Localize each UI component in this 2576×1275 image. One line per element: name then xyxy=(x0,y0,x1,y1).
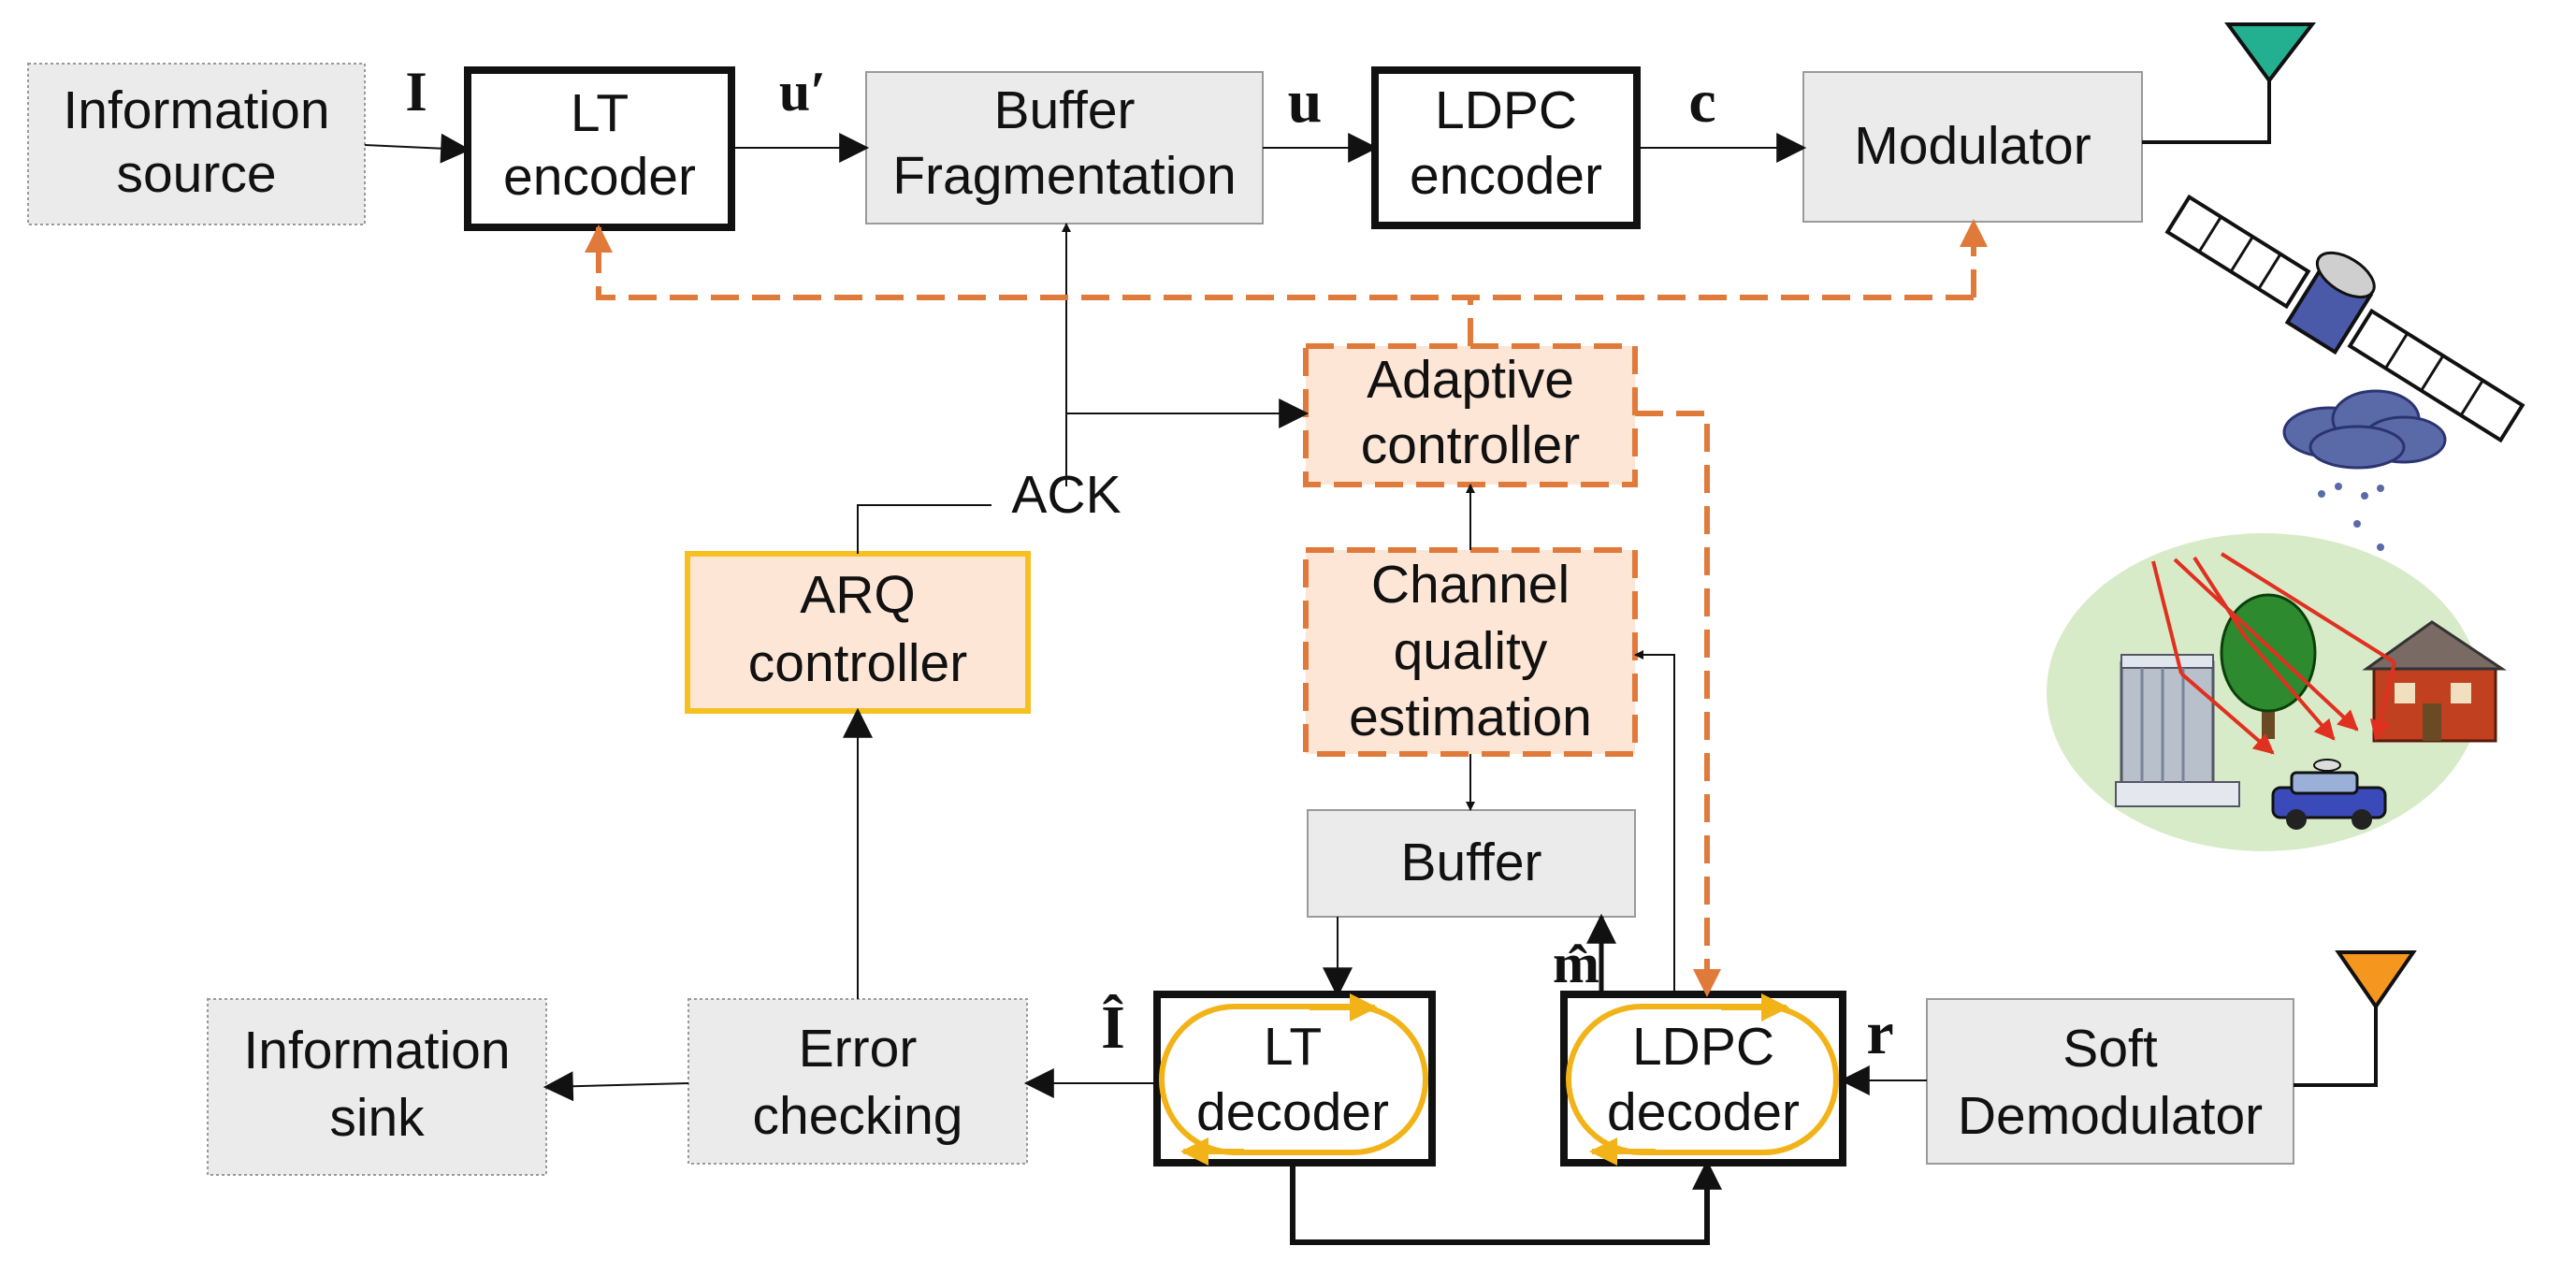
buffer-fragmentation-block: Buffer Fragmentation xyxy=(865,71,1264,225)
error-checking-block: Error checking xyxy=(687,998,1028,1165)
lt-decoder-label-2: decoder xyxy=(1196,1082,1389,1142)
ldpc-decoder-label-2: decoder xyxy=(1607,1082,1800,1142)
buffer-fragmentation-label-2: Fragmentation xyxy=(892,146,1237,206)
signal-label-u-prime: u′ xyxy=(779,61,826,123)
satellite-icon xyxy=(2164,194,2525,443)
adaptive-controller-label-2: controller xyxy=(1361,415,1580,475)
ldpc-decoder-block: LDPC decoder xyxy=(1560,991,1846,1166)
signal-label-I-hat: Î xyxy=(1101,993,1125,1062)
soft-demodulator-label-2: Demodulator xyxy=(1958,1086,2263,1146)
lt-encoder-label-1: LT xyxy=(571,83,629,143)
lt-encoder-label-2: encoder xyxy=(503,147,696,207)
soft-demodulator-block: Soft Demodulator xyxy=(1926,998,2294,1165)
information-source-label-2: source xyxy=(116,144,276,204)
error-checking-label-2: checking xyxy=(753,1086,963,1146)
signal-label-u: u xyxy=(1288,67,1323,136)
rain-cloud-icon xyxy=(2282,389,2447,551)
channel-quality-label-1: Channel xyxy=(1371,555,1570,615)
modulator-label: Modulator xyxy=(1854,116,2091,176)
lt-decoder-loop xyxy=(1159,1004,1428,1155)
adaptive-controller-block: Adaptive controller xyxy=(1303,343,1638,487)
channel-quality-label-3: estimation xyxy=(1349,688,1592,747)
error-checking-label-1: Error xyxy=(799,1019,918,1079)
arq-controller-label-1: ARQ xyxy=(800,565,916,625)
signal-arrows xyxy=(364,65,2378,1102)
line-antenna-to-soft-demod xyxy=(2294,1015,2378,1087)
arrow-ldpc-decoder-to-channel xyxy=(1634,650,1675,994)
buffer-fragmentation-label-1: Buffer xyxy=(993,80,1135,140)
ldpc-encoder-label-2: encoder xyxy=(1410,146,1602,206)
transmit-antenna-icon xyxy=(2224,22,2317,84)
channel-quality-label-2: quality xyxy=(1394,621,1548,681)
arrow-source-to-lt-encoder xyxy=(364,133,471,164)
line-modulator-to-antenna xyxy=(2142,65,2271,144)
buffer-label: Buffer xyxy=(1400,833,1541,892)
channel-quality-estimation-block: Channel quality estimation xyxy=(1303,547,1638,757)
soft-demodulator-label-1: Soft xyxy=(2062,1019,2158,1079)
arrow-lt-decoder-to-ldpc-decoder xyxy=(1290,1159,1722,1245)
feedback-to-lt-encoder xyxy=(585,225,1974,300)
ldpc-encoder-block: LDPC encoder xyxy=(1371,66,1641,229)
ldpc-encoder-label-1: LDPC xyxy=(1435,80,1577,140)
signal-label-I: I xyxy=(405,61,427,123)
lt-decoder-label-1: LT xyxy=(1264,1017,1322,1077)
ground-scene-icon xyxy=(2047,533,2507,851)
ldpc-decoder-loop xyxy=(1566,1004,1839,1155)
lt-encoder-block: LT encoder xyxy=(464,66,735,231)
receive-antenna-icon xyxy=(2335,950,2417,1020)
ldpc-decoder-label-1: LDPC xyxy=(1632,1017,1774,1077)
modulator-block: Modulator xyxy=(1802,71,2143,223)
signal-label-m-hat: m̂ xyxy=(1553,933,1599,994)
information-source-block: Information source xyxy=(27,63,366,225)
signal-label-c: c xyxy=(1688,67,1715,136)
lt-decoder-block: LT decoder xyxy=(1153,991,1436,1166)
information-sink-label-1: Information xyxy=(243,1021,510,1080)
information-sink-block: Information sink xyxy=(207,998,547,1176)
arq-controller-label-2: controller xyxy=(748,633,967,693)
arq-controller-block: ARQ controller xyxy=(685,551,1031,714)
line-arq-to-ack xyxy=(857,504,991,554)
information-source-label-1: Information xyxy=(63,80,329,140)
information-sink-label-2: sink xyxy=(329,1088,425,1148)
adaptive-controller-label-1: Adaptive xyxy=(1367,350,1574,410)
buffer-block: Buffer xyxy=(1307,809,1636,918)
signal-label-r: r xyxy=(1866,999,1893,1067)
adaptive-feedback-lines xyxy=(585,219,1988,997)
ack-label: ACK xyxy=(1011,465,1121,525)
arrow-error-check-to-sink xyxy=(543,1071,689,1102)
feedback-to-ldpc-decoder xyxy=(1635,411,1721,997)
